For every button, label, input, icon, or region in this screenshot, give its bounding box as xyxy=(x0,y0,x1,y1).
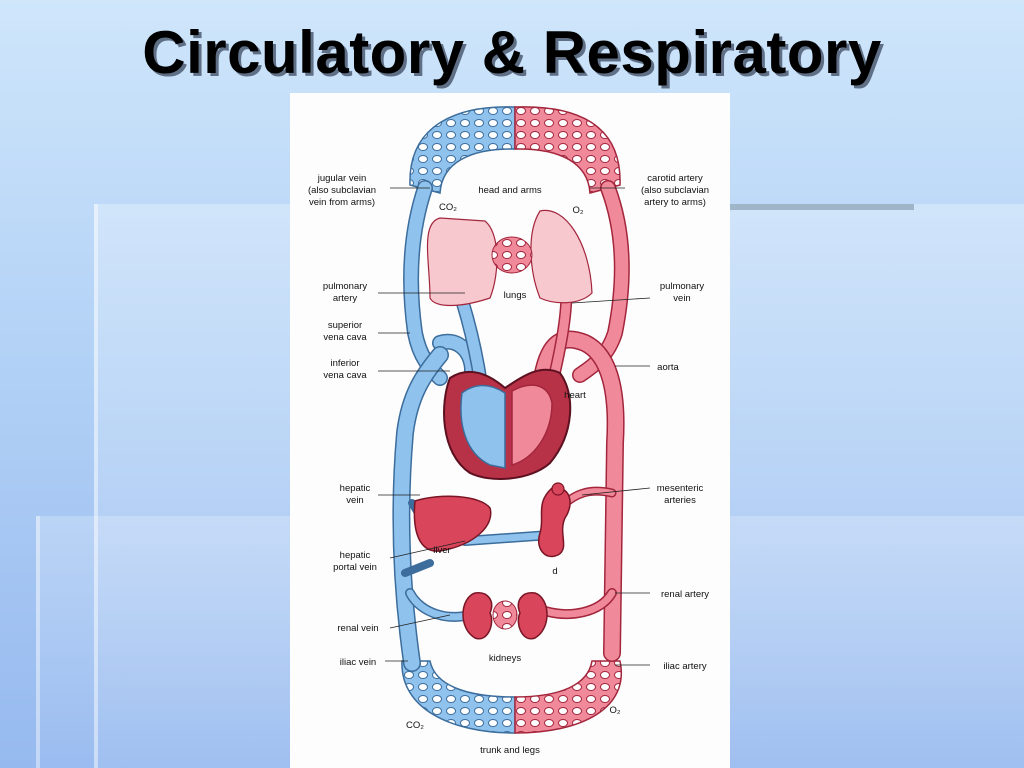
label-hepatic-portal-vein: hepatic xyxy=(340,550,371,561)
label-co2-bottom: CO₂ xyxy=(406,720,424,731)
label-aorta: aorta xyxy=(657,362,679,373)
decorative-line xyxy=(94,204,98,768)
label-pointers xyxy=(378,187,651,666)
label-iliac-artery: iliac artery xyxy=(663,661,707,672)
trunk-capillary-bed xyxy=(401,660,623,734)
liver xyxy=(413,495,492,552)
label-trunk-and-legs: trunk and legs xyxy=(480,745,540,756)
label-head-and-arms: head and arms xyxy=(478,185,542,196)
label-co2-top: CO₂ xyxy=(439,202,457,213)
label-iliac-vein: iliac vein xyxy=(340,657,376,668)
label-hepatic-vein: hepatic xyxy=(340,483,371,494)
decorative-bar xyxy=(730,204,914,210)
label-lungs: lungs xyxy=(504,290,527,301)
label-liver: liver xyxy=(433,545,450,556)
label-pulmonary-vein: pulmonary xyxy=(660,281,705,292)
label-renal-vein: renal vein xyxy=(337,623,378,634)
label-digestive-tract: d xyxy=(552,566,557,577)
slide-title: Circulatory & Respiratory xyxy=(142,19,882,86)
label-carotid-artery: carotid artery xyxy=(647,173,703,184)
lungs xyxy=(426,209,593,307)
label-renal-artery: renal artery xyxy=(661,589,709,600)
label-superior-vena-cava: superior xyxy=(328,320,362,331)
heart xyxy=(443,368,572,480)
label-inferior-vena-cava: inferior xyxy=(330,358,359,369)
digestive-tract xyxy=(538,482,571,558)
label-o2-bottom: O₂ xyxy=(609,705,620,716)
decorative-line xyxy=(36,516,40,768)
label-heart: heart xyxy=(564,390,586,401)
head-capillary-bed xyxy=(409,106,621,194)
kidneys xyxy=(462,592,548,640)
label-o2-top: O₂ xyxy=(572,205,583,216)
label-kidneys: kidneys xyxy=(489,653,521,664)
label-mesenteric-arteries: mesenteric xyxy=(657,483,704,494)
label-jugular-vein: jugular vein xyxy=(317,173,367,184)
label-pulmonary-artery: pulmonary xyxy=(323,281,368,292)
